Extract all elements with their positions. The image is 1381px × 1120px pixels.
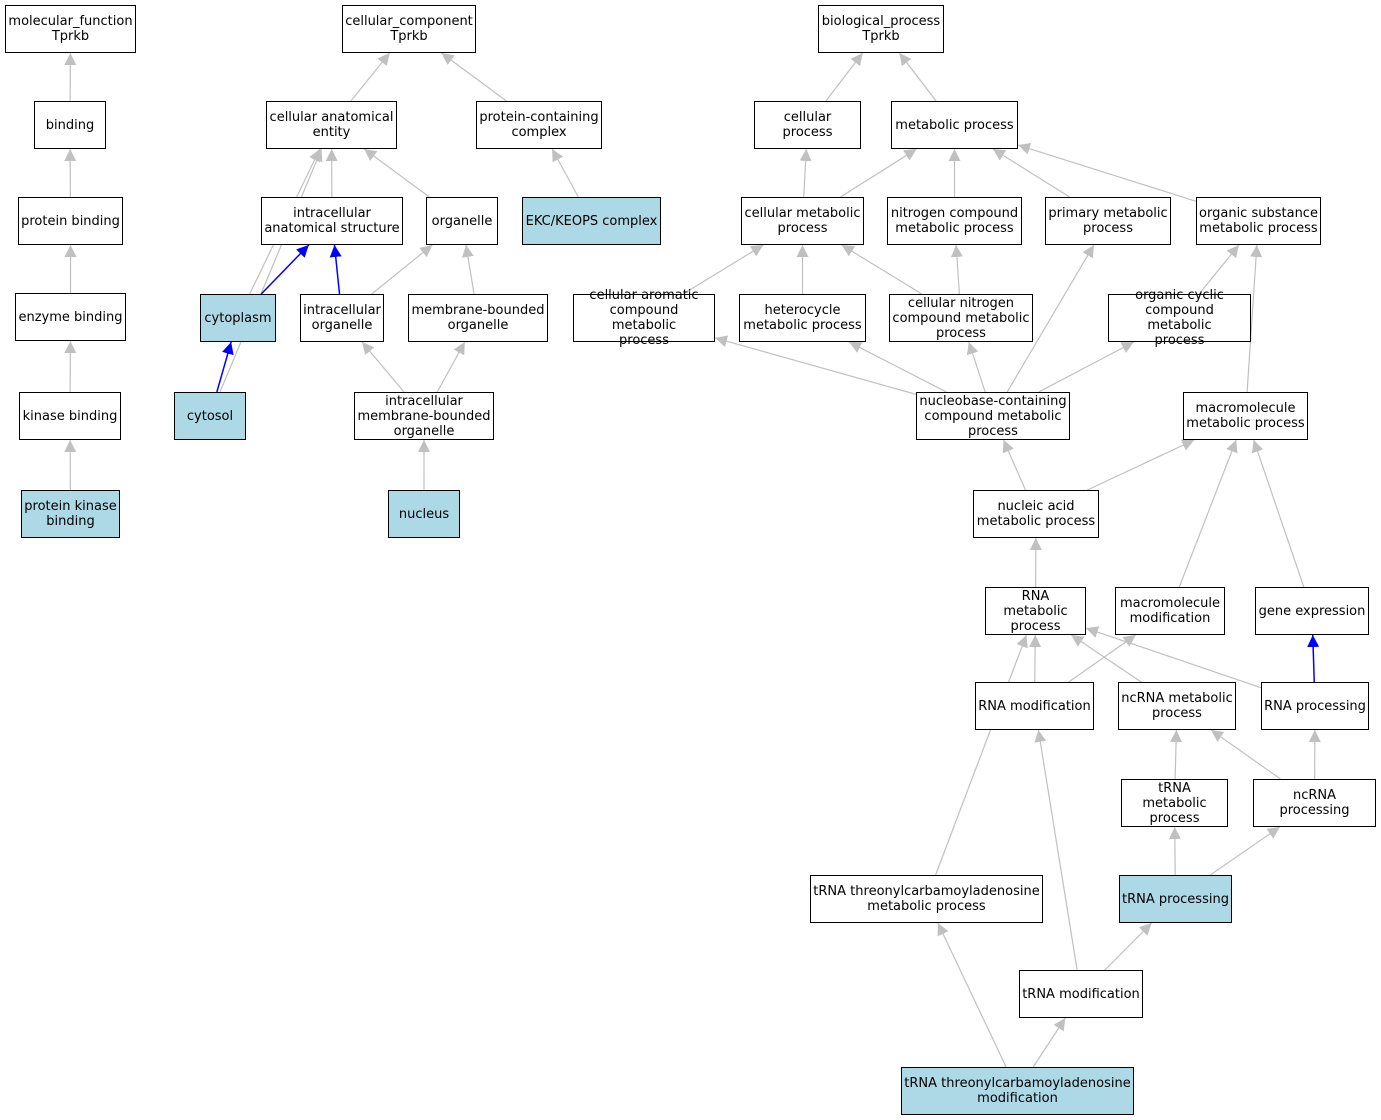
is-a-edge [361, 341, 405, 393]
is-a-edge [1002, 439, 1027, 491]
is-a-edge [1170, 729, 1183, 780]
go-term-node: ncRNA processing [1253, 779, 1376, 827]
go-term-node: tRNA threonylcarbamoyladenosine metaboli… [810, 875, 1043, 923]
is-a-edge [219, 148, 323, 393]
go-term-node: membrane-bounded organelle [408, 294, 548, 342]
is-a-edge [371, 244, 433, 295]
go-term-node: RNA processing [1261, 682, 1369, 730]
go-term-node: nucleobase-containing compound metabolic… [916, 392, 1070, 440]
is-a-edge [1034, 729, 1078, 971]
is-a-edge [436, 341, 466, 393]
is-a-edge [1209, 826, 1281, 876]
go-term-node: intracellular organelle [300, 294, 384, 342]
go-term-node: nitrogen compound metabolic process [887, 197, 1022, 245]
is-a-edge [260, 244, 310, 295]
is-a-edge [1038, 341, 1135, 393]
is-a-edge [363, 148, 430, 198]
go-term-node: cytoplasm [200, 294, 276, 342]
go-term-node: kinase binding [19, 392, 121, 440]
go-term-node: protein-containing complex [476, 101, 602, 149]
go-term-node: biological_process Tprkb [818, 5, 944, 53]
go-term-node: enzyme binding [15, 293, 126, 341]
is-a-edge [1017, 142, 1197, 202]
go-term-node: intracellular membrane-bounded organelle [354, 392, 494, 440]
go-term-node: protein kinase binding [21, 490, 120, 538]
go-term-node: molecular_function Tprkb [5, 5, 136, 53]
go-term-node: organic substance metabolic process [1196, 197, 1321, 245]
go-term-node: cellular_component Tprkb [342, 5, 476, 53]
go-term-node: tRNA metabolic process [1121, 779, 1228, 827]
is-a-edge [1087, 439, 1195, 491]
is-a-edge [1070, 634, 1142, 683]
is-a-edge [1085, 626, 1262, 689]
is-a-edge [682, 244, 764, 295]
is-a-edge [1246, 244, 1263, 393]
go-term-node: macromolecule modification [1115, 587, 1225, 635]
go-term-node: tRNA threonylcarbamoyladenosine modifica… [901, 1067, 1134, 1115]
is-a-edge [1006, 244, 1095, 393]
go-term-node: cellular process [754, 101, 861, 149]
is-a-edge [1251, 439, 1305, 588]
go-term-node: gene expression [1255, 587, 1369, 635]
go-term-node: heterocycle metabolic process [739, 294, 866, 342]
go-term-node: cellular nitrogen compound metabolic pro… [889, 294, 1033, 342]
is-a-edge [848, 341, 947, 393]
is-a-edge [1210, 729, 1281, 780]
is-a-edge [1104, 922, 1153, 971]
is-a-edge [950, 244, 963, 295]
go-term-node: protein binding [18, 197, 123, 245]
go-term-node: tRNA modification [1019, 970, 1143, 1018]
is-a-edge [1032, 1017, 1066, 1068]
go-term-node: macromolecule metabolic process [1183, 392, 1308, 440]
is-a-edge [329, 244, 342, 295]
go-term-node: cellular aromatic compound metabolic pro… [573, 288, 715, 348]
is-a-edge [937, 922, 1007, 1068]
go-term-node: primary metabolic process [1045, 197, 1171, 245]
is-a-edge [551, 148, 579, 198]
is-a-edge [992, 148, 1070, 198]
go-term-node: cellular metabolic process [741, 197, 864, 245]
is-a-edge [966, 341, 986, 393]
is-a-edge [841, 244, 923, 295]
go-term-node: cellular anatomical entity [266, 101, 397, 149]
is-a-edge [441, 52, 507, 102]
go-term-node: organelle [426, 197, 498, 245]
go-term-node: metabolic process [891, 101, 1018, 149]
go-term-node: RNA modification [975, 682, 1094, 730]
go-term-node: EKC/KEOPS complex [522, 197, 661, 245]
is-a-edge [216, 341, 234, 393]
is-a-edge [840, 148, 917, 198]
is-a-edge [714, 335, 917, 395]
go-term-node: tRNA processing [1119, 875, 1232, 923]
is-a-edge [461, 244, 475, 295]
go-term-node: organic cyclic compound metabolic proces… [1108, 288, 1251, 348]
is-a-edge [1307, 634, 1320, 683]
go-term-node: binding [34, 101, 106, 149]
go-term-node: RNA metabolic process [985, 587, 1086, 635]
is-a-edge [1168, 826, 1181, 876]
go-term-node: nucleic acid metabolic process [973, 490, 1099, 538]
go-term-node: cytosol [174, 392, 246, 440]
go-term-node: nucleus [388, 490, 460, 538]
is-a-edge [350, 52, 391, 102]
is-a-edge [825, 52, 864, 102]
is-a-edge [799, 148, 812, 198]
is-a-edge [1198, 244, 1240, 295]
is-a-edge [898, 52, 937, 102]
is-a-edge [1178, 439, 1238, 588]
is-a-edge [1068, 634, 1137, 683]
is-a-edge [935, 634, 1028, 876]
go-term-node: ncRNA metabolic process [1118, 682, 1236, 730]
go-term-node: intracellular anatomical structure [261, 197, 403, 245]
